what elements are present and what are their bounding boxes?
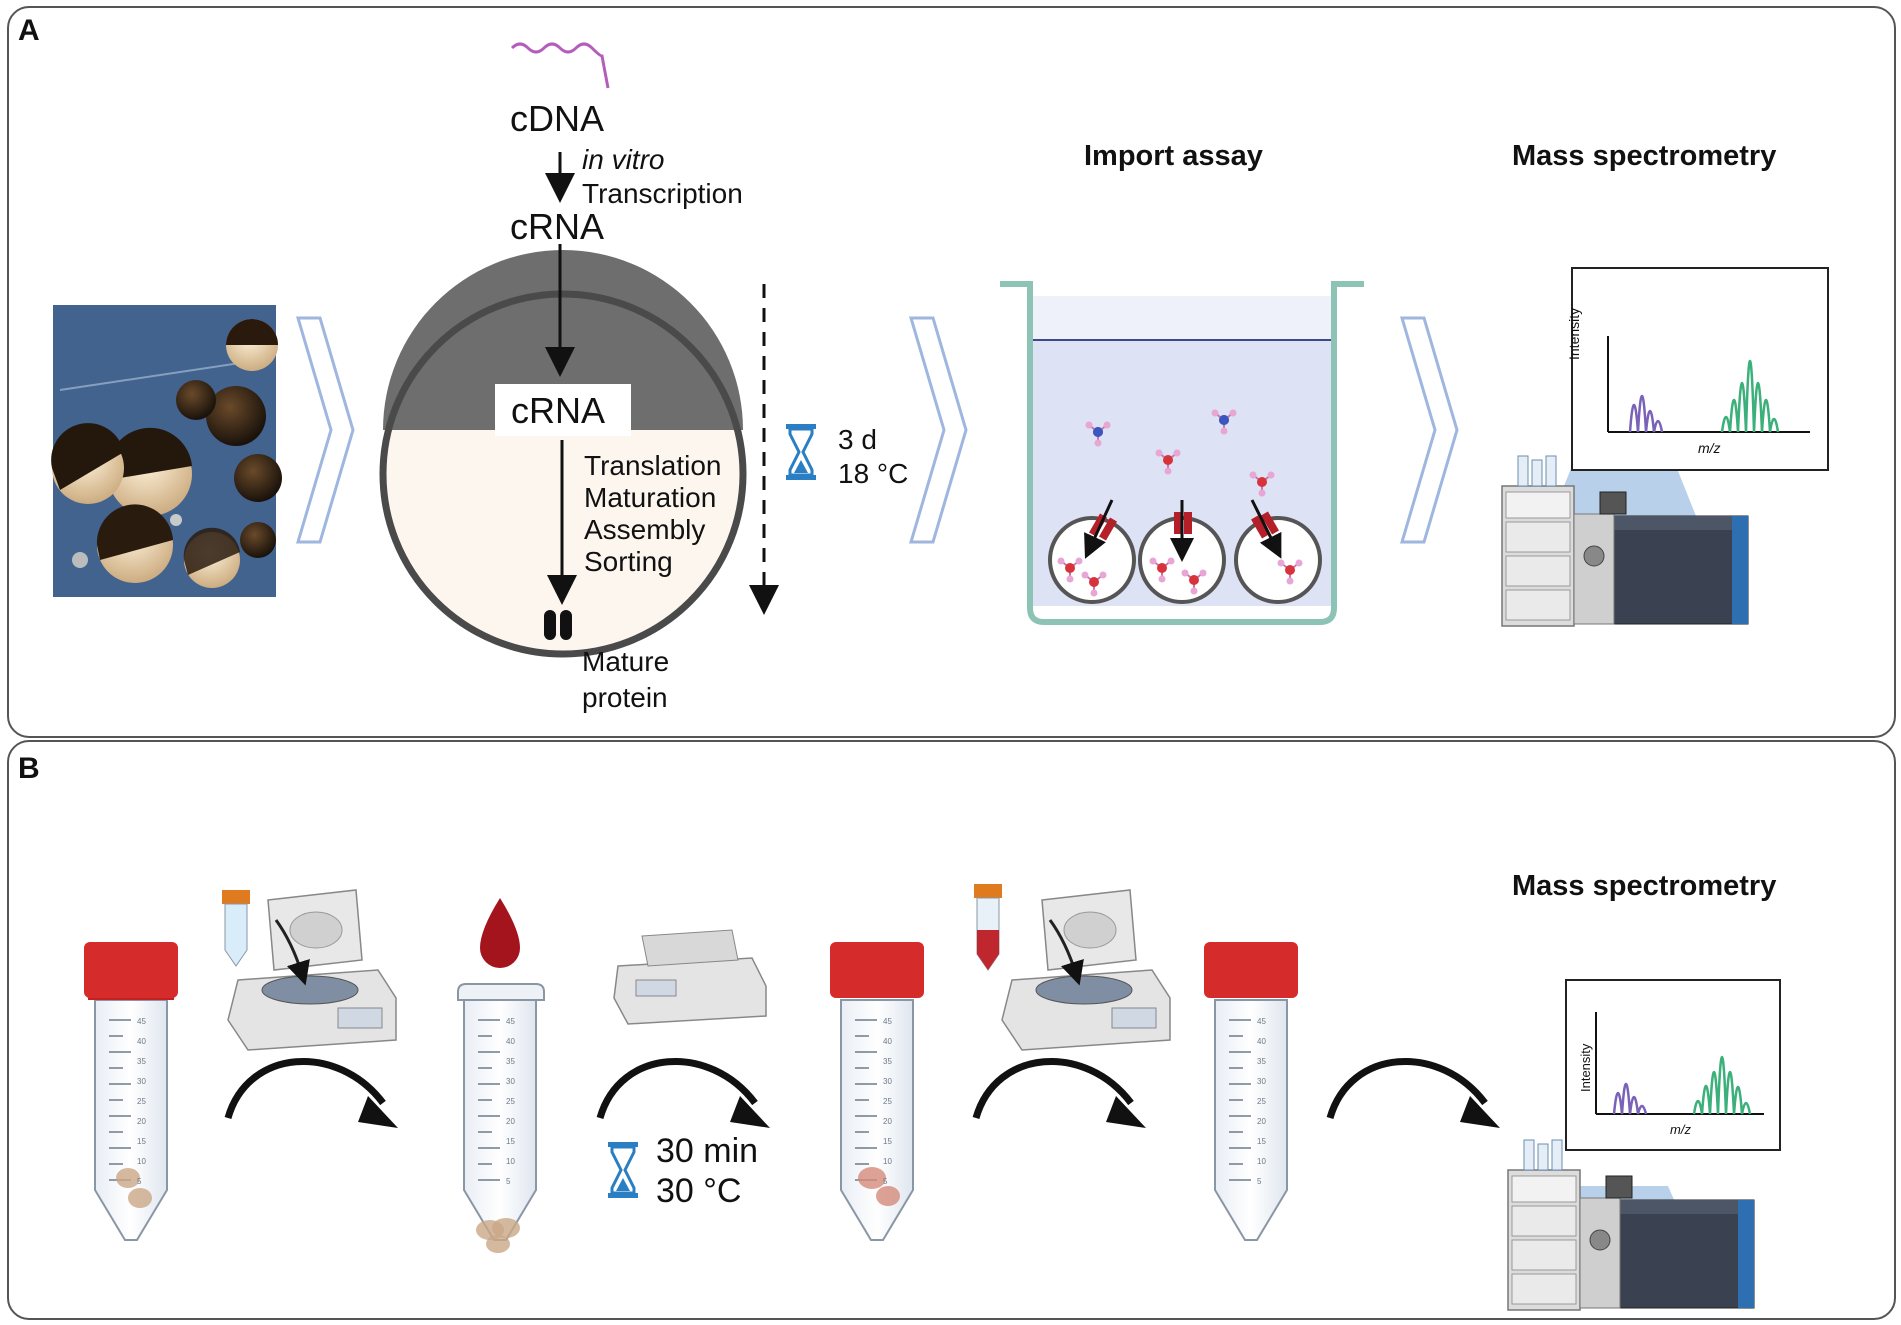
oocyte-photo	[51, 305, 282, 597]
ivt-label: Transcription	[582, 178, 743, 209]
tube-scale-label: 30	[1257, 1077, 1266, 1086]
mass-spec-instrument-a	[1501, 267, 1829, 627]
tube-scale-label: 40	[1257, 1037, 1266, 1046]
incubation-time-b: 30 min	[656, 1132, 759, 1170]
mature-protein-label-1: Mature	[582, 646, 670, 677]
tube-scale-label: 40	[883, 1037, 892, 1046]
curved-arrow-2-icon	[600, 1061, 770, 1128]
oocyte-step-maturation: Maturation	[584, 482, 717, 513]
tube-scale-label: 15	[1257, 1137, 1266, 1146]
tube-scale-label: 40	[506, 1037, 515, 1046]
import-assay-title: Import assay	[1084, 140, 1263, 172]
tube-scale-label: 35	[883, 1057, 892, 1066]
tube-scale-label: 10	[883, 1157, 892, 1166]
oocyte-step-translation: Translation	[584, 450, 722, 481]
oocyte-cell	[379, 244, 747, 658]
blood-drop-icon	[480, 898, 520, 968]
tube-3	[830, 942, 924, 1241]
oocyte-step-assembly: Assembly	[584, 514, 706, 545]
tube-scale-label: 25	[883, 1097, 892, 1106]
tube-scale-label: 20	[1257, 1117, 1266, 1126]
small-tube-2	[974, 884, 1002, 971]
tube-scale-label: 15	[506, 1137, 515, 1146]
ms-xlabel-a: m/z	[1698, 440, 1721, 456]
tube-scale-label: 20	[506, 1117, 515, 1126]
incubation-temp-a: 18 °C	[838, 458, 909, 489]
ms-xlabel-b: m/z	[1670, 1122, 1691, 1137]
tube-scale-label: 25	[1257, 1097, 1266, 1106]
tube-scale-label: 35	[137, 1057, 146, 1066]
tube-scale-label: 10	[506, 1157, 515, 1166]
chevron-1-icon	[296, 316, 355, 544]
tube-scale-label: 20	[883, 1117, 892, 1126]
cdna-squiggle	[510, 42, 610, 89]
tube-scale-label: 30	[883, 1077, 892, 1086]
tube-scale-label: 5	[883, 1177, 888, 1186]
tube-scale-label: 10	[137, 1157, 146, 1166]
import-assay-beaker	[1000, 281, 1364, 625]
tube-scale-label: 25	[506, 1097, 515, 1106]
curved-arrow-3-icon	[976, 1061, 1146, 1128]
tube-scale-label: 30	[506, 1077, 515, 1086]
curved-arrow-4-icon	[1330, 1061, 1500, 1128]
tube-scale-label: 25	[137, 1097, 146, 1106]
tube-scale-label: 10	[1257, 1157, 1266, 1166]
tube-scale-label: 45	[883, 1017, 892, 1026]
tube-1	[84, 942, 178, 1241]
chevron-3-icon	[1400, 316, 1459, 544]
tube-scale-label: 45	[137, 1017, 146, 1026]
incubation-time-a: 3 d	[838, 424, 877, 455]
tube-scale-label: 15	[137, 1137, 146, 1146]
chevron-2-icon	[909, 316, 968, 544]
tube-scale-label: 45	[1257, 1017, 1266, 1026]
tube-scale-label: 35	[1257, 1057, 1266, 1066]
tube-scale-label: 5	[1257, 1177, 1262, 1186]
thermomixer-icon	[613, 929, 767, 1025]
tube-4	[1204, 942, 1298, 1241]
tube-scale-label: 40	[137, 1037, 146, 1046]
panel-b-label: B	[18, 752, 40, 785]
ms-title-a: Mass spectrometry	[1512, 140, 1777, 172]
tube-scale-label: 5	[506, 1177, 511, 1186]
hourglass-icon-a	[784, 422, 818, 482]
tube-scale-label: 30	[137, 1077, 146, 1086]
oocyte-step-sorting: Sorting	[584, 546, 673, 577]
incubation-temp-b: 30 °C	[656, 1172, 742, 1210]
tube-scale-label: 45	[506, 1017, 515, 1026]
tube-scale-label: 5	[137, 1177, 142, 1186]
small-tube-1	[222, 890, 250, 967]
tube-2	[457, 983, 545, 1253]
ms-ylabel-b: Intensity	[1578, 1043, 1593, 1092]
tube-scale-label: 15	[883, 1137, 892, 1146]
tube-scale-label: 20	[137, 1117, 146, 1126]
crna-box-label: cRNA	[511, 390, 606, 431]
hourglass-icon-b	[606, 1140, 640, 1200]
mass-spec-instrument-b	[1507, 979, 1781, 1311]
ms-ylabel-a: Intensity	[1566, 307, 1582, 360]
crna-top-label: cRNA	[510, 206, 605, 247]
centrifuge-2-icon	[1002, 890, 1170, 1050]
mature-protein-label-2: protein	[582, 682, 668, 713]
centrifuge-1-icon	[228, 890, 396, 1050]
ivt-italic-label: in vitro	[582, 144, 665, 175]
cdna-label: cDNA	[510, 98, 605, 139]
panel-a-label: A	[18, 14, 40, 47]
curved-arrow-1-icon	[228, 1061, 398, 1128]
tube-scale-label: 35	[506, 1057, 515, 1066]
ms-title-b: Mass spectrometry	[1512, 870, 1777, 902]
